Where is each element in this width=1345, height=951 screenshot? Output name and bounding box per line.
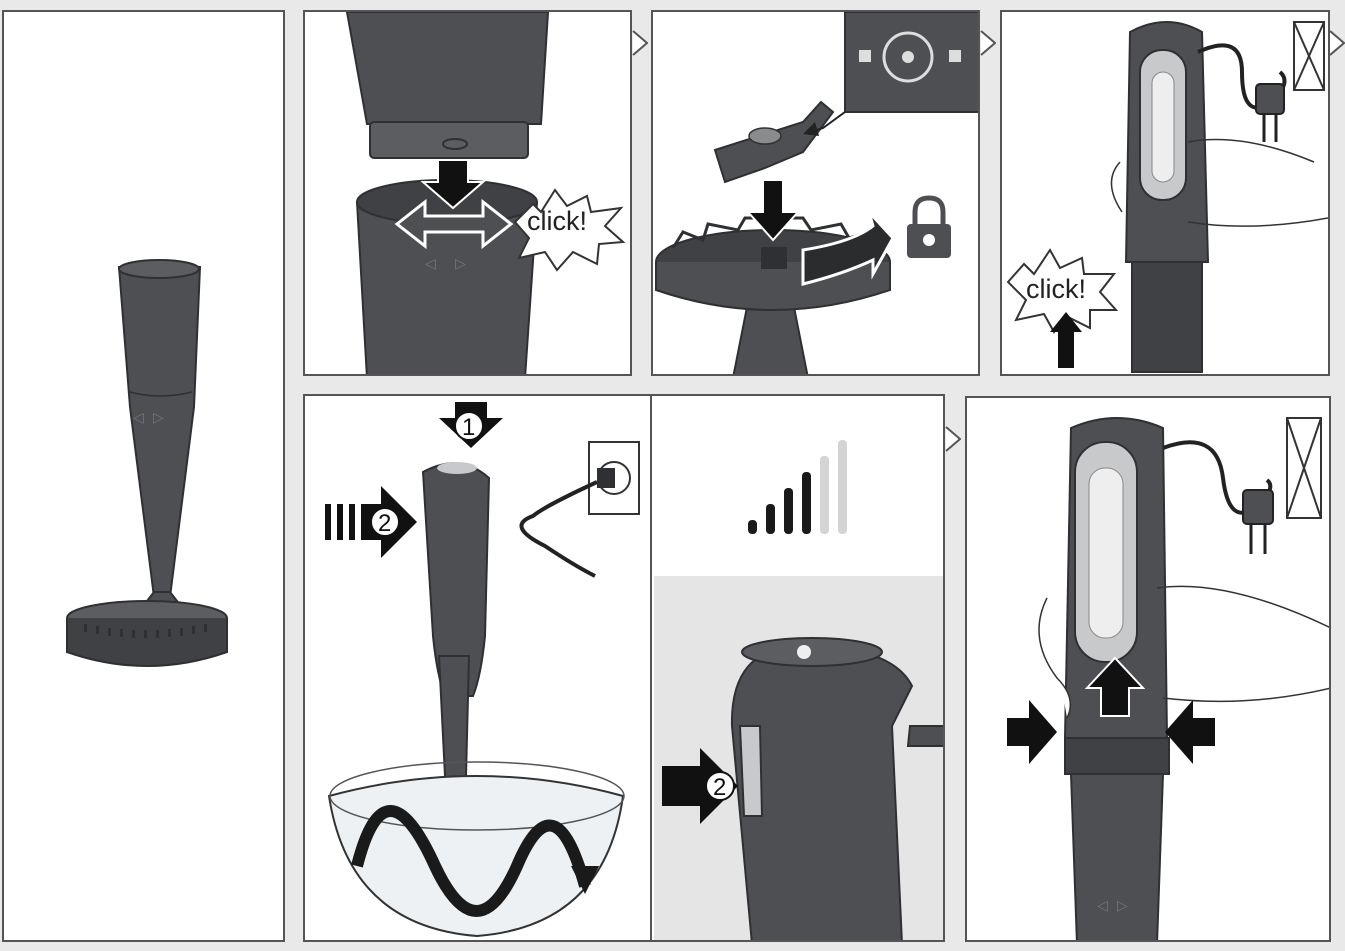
attach-shaft-illustration: ◁ ▷ click! [345, 12, 626, 374]
step-2-number: 2 [378, 510, 391, 537]
no-dishwasher-icon [1293, 21, 1325, 91]
masher-illustration: ◁ ▷ [66, 259, 228, 667]
attach-motor-illustration: click! [1006, 21, 1328, 373]
operate-illustration: 1 2 [325, 402, 640, 938]
press-down-arrow [420, 159, 486, 210]
next-step-chevron [945, 426, 961, 452]
speed-level-bar [766, 504, 775, 534]
click-burst [1006, 248, 1119, 334]
next-step-chevron [1329, 30, 1345, 56]
rotate-lock-arrow [801, 210, 895, 286]
panel-speed-control: 2 [650, 394, 945, 942]
step-2-number: 2 [713, 774, 726, 801]
lock-icon [907, 195, 951, 258]
align-left-mark: ◁ [133, 410, 144, 426]
press-right-release-arrow [1165, 700, 1215, 764]
align-right-mark: ▷ [1117, 898, 1128, 914]
click-burst [513, 188, 626, 272]
panel-masher-attachment: ◁ ▷ [2, 10, 285, 942]
lock-blade-illustration [655, 12, 978, 374]
align-left-mark: ◁ [1097, 898, 1108, 914]
align-right-mark: ▷ [455, 256, 466, 272]
speed-control-illustration: 2 [654, 440, 943, 940]
panel-attach-motor: click! [1000, 10, 1330, 376]
press-button-2-arrow [662, 748, 738, 824]
push-up-arrow [1050, 312, 1082, 368]
click-label: click! [527, 206, 587, 236]
align-right-mark: ▷ [153, 410, 164, 426]
rotate-double-arrow [394, 198, 514, 250]
panel-operate-blender: 1 2 [303, 394, 652, 942]
speed-level-bar [802, 472, 811, 534]
align-left-mark: ◁ [425, 256, 436, 272]
motion-wave-arrow [351, 805, 591, 917]
speed-level-bar [748, 520, 757, 534]
panel-detach-motor: ◁ ▷ [965, 396, 1331, 942]
detach-motor-illustration: ◁ ▷ [1007, 417, 1329, 940]
speed-level-icon [748, 440, 847, 534]
speed-level-bar [784, 488, 793, 534]
next-step-chevron [632, 30, 648, 56]
panel-attach-shaft: ◁ ▷ click! [303, 10, 632, 376]
press-left-release-arrow [1007, 700, 1057, 764]
insert-down-arrow [745, 179, 801, 242]
next-step-chevron [980, 30, 996, 56]
click-label: click! [1026, 274, 1086, 304]
no-dishwasher-icon [1286, 417, 1322, 519]
speed-level-bar [838, 440, 847, 534]
panel-lock-blade [651, 10, 980, 376]
speed-level-bar [820, 456, 829, 534]
lift-up-arrow [1084, 656, 1146, 717]
step-1-number: 1 [462, 414, 475, 441]
